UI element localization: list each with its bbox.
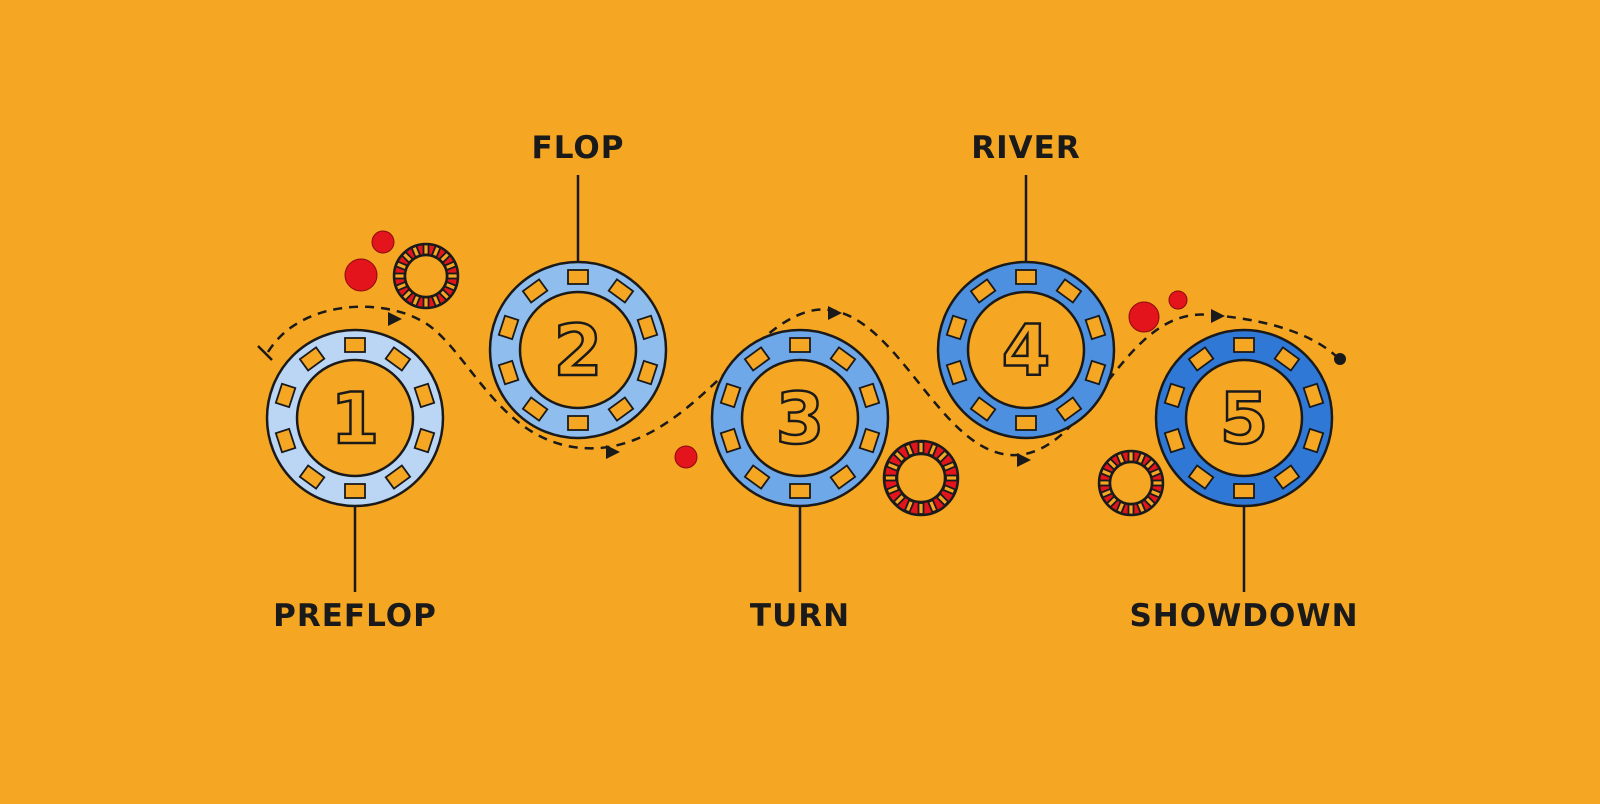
arrow-icon	[828, 306, 842, 320]
arrow-icon	[388, 312, 402, 326]
stage-label-flop: FLOP	[531, 130, 625, 166]
red-chip	[392, 242, 460, 310]
chip-number: 5	[1220, 378, 1269, 460]
arrow-icon	[1017, 453, 1031, 467]
chip-number: 1	[331, 378, 380, 460]
chip-number: 2	[554, 310, 603, 392]
path-end-dot	[1334, 353, 1346, 365]
chip-flop: 2	[488, 260, 668, 440]
stage-label-showdown: SHOWDOWN	[1129, 598, 1359, 634]
stage-label-preflop: PREFLOP	[273, 598, 437, 634]
red-chip	[1097, 449, 1165, 517]
chip-number: 4	[1002, 310, 1051, 392]
chip-preflop: 1	[265, 328, 445, 508]
arrow-icon	[1211, 309, 1225, 323]
red-chip	[882, 439, 960, 517]
red-dot	[1128, 301, 1160, 333]
chip-turn: 3	[710, 328, 890, 508]
arrow-icon	[606, 445, 620, 459]
chip-river: 4	[936, 260, 1116, 440]
red-dot	[371, 230, 395, 254]
path-start-tick	[257, 345, 273, 361]
stage-label-river: RIVER	[971, 130, 1081, 166]
red-dot	[1168, 290, 1188, 310]
chip-showdown: 5	[1154, 328, 1334, 508]
stage-label-turn: TURN	[749, 598, 851, 634]
red-dot	[344, 258, 378, 292]
red-dot	[674, 445, 698, 469]
chip-number: 3	[776, 378, 825, 460]
